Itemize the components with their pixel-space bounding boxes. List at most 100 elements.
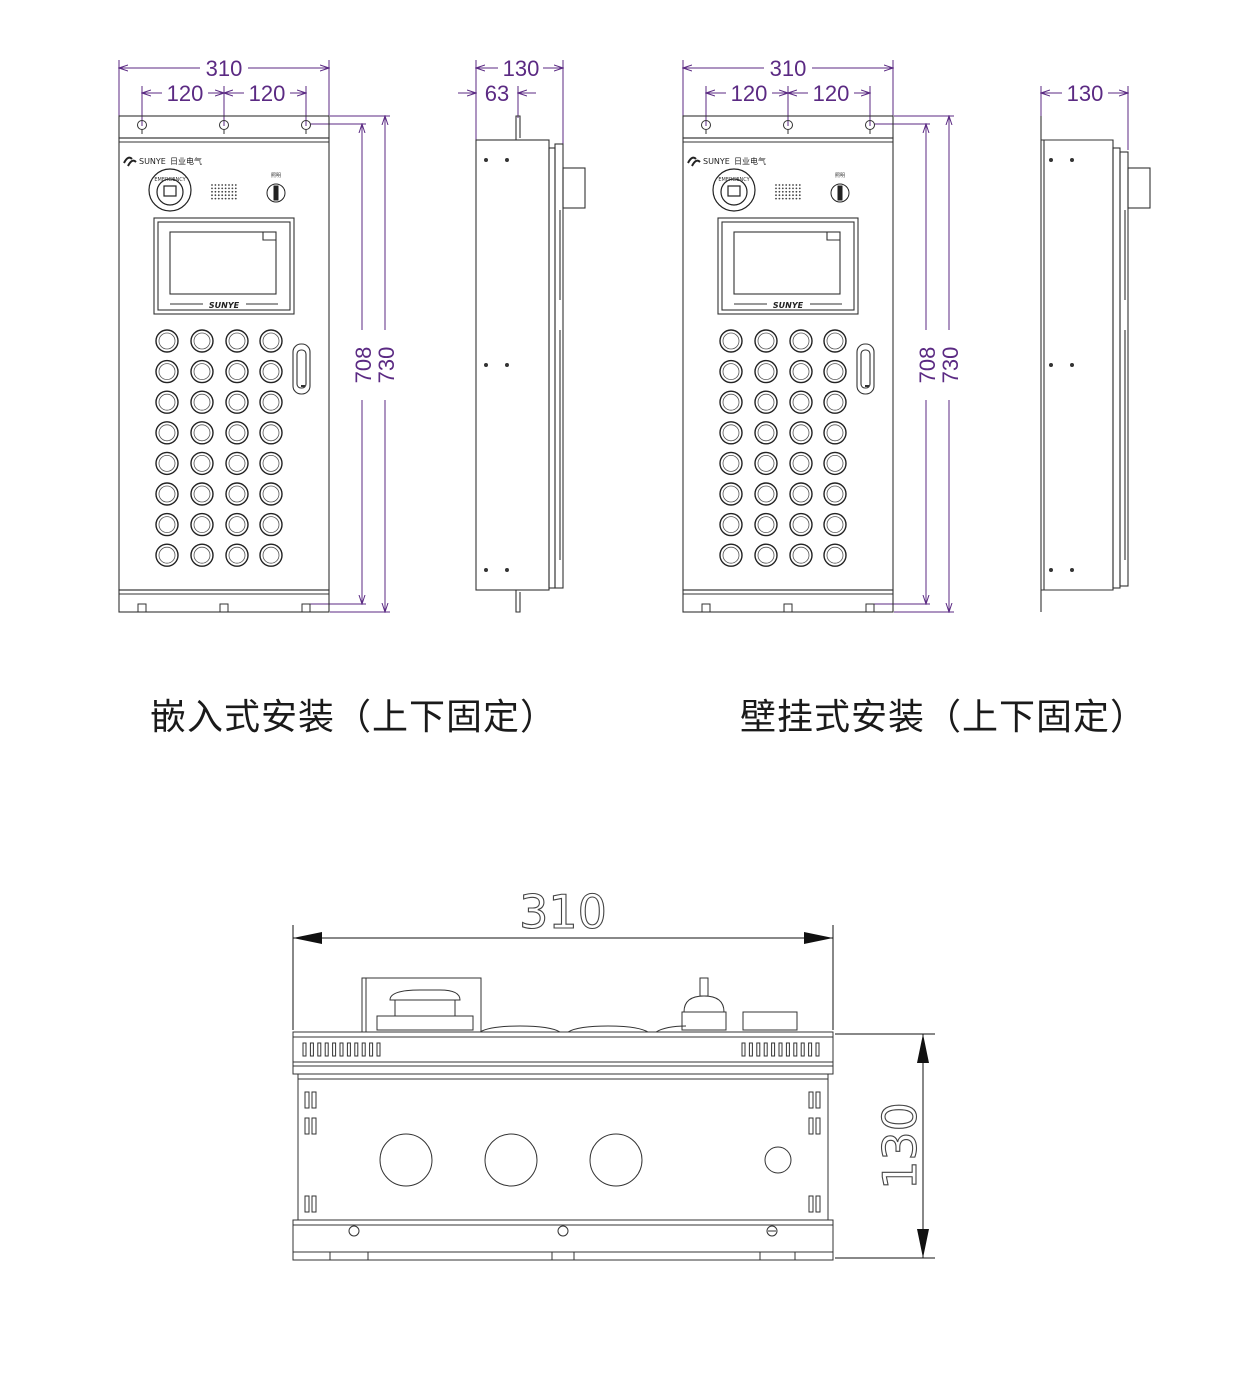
panel-button: [155, 390, 179, 414]
svg-text:照明: 照明: [835, 173, 845, 179]
speaker-grille: [775, 184, 801, 200]
panel-button: [190, 390, 214, 414]
depth-dimension: 130: [1067, 81, 1104, 106]
panel-button: [754, 390, 778, 414]
panel-button: [789, 512, 813, 537]
panel-button: [754, 359, 778, 384]
panel-button: [823, 482, 847, 506]
panel-button: [754, 421, 778, 445]
right-pitch-dimension: 120: [249, 81, 286, 106]
panel-button: [190, 512, 214, 537]
bottom-depth-dimension: 130: [873, 1102, 927, 1190]
panel-button: [225, 359, 249, 384]
panel-button: [719, 512, 743, 537]
panel-button: [259, 451, 283, 476]
panel-button: [719, 482, 743, 506]
screen-brand: SUNYE: [773, 301, 804, 310]
inner-height-dimension: 708: [351, 347, 376, 384]
panel-button: [789, 482, 813, 506]
panel-button: [823, 543, 847, 567]
svg-text:SUNYE: SUNYE: [139, 157, 166, 166]
panel-button: [155, 421, 179, 445]
svg-text:EMERGENCY: EMERGENCY: [154, 177, 186, 183]
panel-button: [225, 421, 249, 445]
panel-button: [823, 359, 847, 384]
panel-button: [719, 543, 743, 567]
bottom-width-dimension: 310: [519, 885, 607, 939]
panel-button: [823, 512, 847, 537]
sunye-logo-icon: SUNYE 日业电气: [687, 156, 766, 167]
panel-button: [155, 512, 179, 537]
front-view-wall-mounted: 310 120 120 708 730: [683, 56, 963, 612]
flange-offset-dimension: 63: [485, 81, 509, 106]
panel-button: [225, 543, 249, 567]
sunye-logo-icon: SUNYE 日业电气: [123, 156, 202, 167]
speaker-grille: [211, 184, 237, 200]
emergency-stop-icon: EMERGENCY: [148, 168, 192, 212]
panel-button: [155, 451, 179, 476]
panel-button: [225, 482, 249, 506]
right-pitch-dimension: 120: [813, 81, 850, 106]
panel-button: [155, 543, 179, 567]
width-dimension: 310: [206, 56, 243, 81]
outer-height-dimension: 730: [374, 347, 399, 384]
panel-button: [719, 359, 743, 384]
panel-button: [155, 329, 179, 353]
caption-embedded-installation: 嵌入式安装（上下固定）: [150, 697, 558, 738]
panel-button: [259, 390, 283, 414]
panel-button: [259, 543, 283, 567]
panel-button: [719, 421, 743, 445]
panel-button: [190, 543, 214, 567]
svg-text:日业电气: 日业电气: [170, 156, 202, 166]
depth-dimension: 130: [503, 56, 540, 81]
panel-button: [823, 451, 847, 476]
panel-button: [225, 451, 249, 476]
panel-button: [259, 329, 283, 353]
panel-button: [754, 482, 778, 506]
panel-button: [754, 451, 778, 476]
panel-button: [259, 512, 283, 537]
panel-button: [823, 390, 847, 414]
panel-button: [190, 482, 214, 506]
front-view-embedded: 310 120 120 708 730: [119, 56, 399, 612]
width-dimension: 310: [770, 56, 807, 81]
bottom-view: 310 130: [292, 884, 935, 1261]
panel-button: [259, 359, 283, 384]
panel-button: [155, 359, 179, 384]
panel-button: [225, 329, 249, 353]
svg-text:SUNYE: SUNYE: [703, 157, 730, 166]
panel-button: [259, 421, 283, 445]
panel-button: [719, 390, 743, 414]
left-pitch-dimension: 120: [167, 81, 204, 106]
panel-button: [789, 421, 813, 445]
screen-brand: SUNYE: [209, 301, 240, 310]
mounting-keyhole-icon: [701, 120, 875, 612]
left-pitch-dimension: 120: [731, 81, 768, 106]
emergency-stop-icon: EMERGENCY: [712, 168, 756, 212]
panel-button: [823, 421, 847, 445]
panel-button: [190, 359, 214, 384]
panel-button: [823, 329, 847, 353]
side-view-embedded: 130 63: [458, 56, 586, 613]
panel-button: [225, 512, 249, 537]
panel-button: [754, 329, 778, 353]
panel-button: [789, 543, 813, 567]
panel-button: [719, 329, 743, 353]
button-array: [155, 329, 283, 567]
mounting-keyhole-icon: [137, 120, 311, 612]
key-switch-icon: 照明: [830, 173, 850, 203]
inner-height-dimension: 708: [915, 347, 940, 384]
panel-button: [155, 482, 179, 506]
svg-text:照明: 照明: [271, 173, 281, 179]
panel-button: [789, 451, 813, 476]
panel-button: [719, 451, 743, 476]
button-array: [719, 329, 847, 567]
panel-button: [754, 543, 778, 567]
caption-wall-mounted-installation: 壁挂式安装（上下固定）: [740, 697, 1148, 738]
svg-text:EMERGENCY: EMERGENCY: [718, 177, 750, 183]
svg-text:日业电气: 日业电气: [734, 156, 766, 166]
outer-height-dimension: 730: [938, 347, 963, 384]
panel-button: [789, 329, 813, 353]
panel-button: [190, 421, 214, 445]
